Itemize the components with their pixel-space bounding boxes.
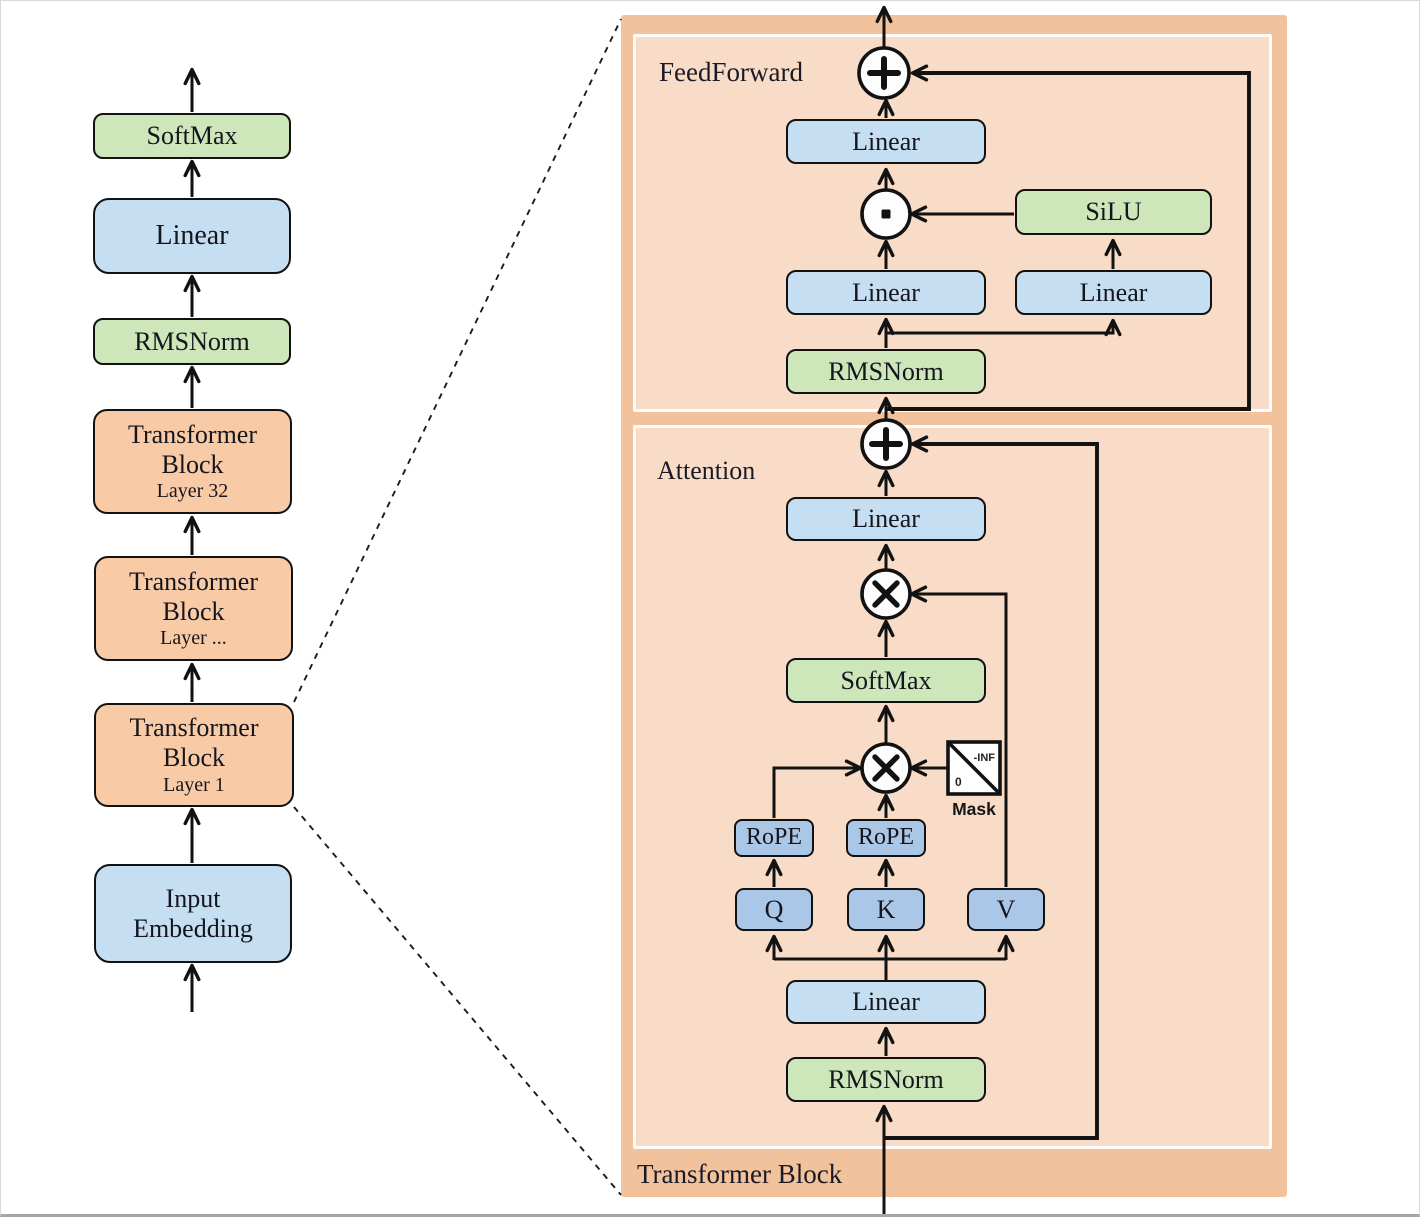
left-rmsnorm-box: RMSNorm xyxy=(93,318,291,365)
left-softmax-box: SoftMax xyxy=(93,113,291,159)
feedforward-residual-line xyxy=(886,64,1251,411)
transformer-block-layer1-box: Transformer Block Layer 1 xyxy=(94,703,294,807)
block-line: Transformer xyxy=(128,566,259,596)
v-box: V xyxy=(967,888,1045,931)
zoom-guide-top-dashed-line xyxy=(293,18,622,703)
block-line: Block xyxy=(162,596,225,626)
block-line: Transformer xyxy=(127,419,258,449)
zoom-guide-bottom-dashed-line xyxy=(293,806,622,1196)
k-box: K xyxy=(847,888,925,931)
attention-residual-line xyxy=(885,435,1099,1140)
transformer-block-title: Transformer Block xyxy=(637,1159,843,1189)
block-layer-label: Layer 1 xyxy=(163,773,225,796)
block-line: Transformer xyxy=(129,713,259,743)
input-embedding-box: Input Embedding xyxy=(94,864,292,963)
mask-lower-value: 0 xyxy=(955,775,962,789)
rope-q-box: RoPE xyxy=(734,819,814,857)
block-layer-label: Layer ... xyxy=(160,627,227,650)
ffn-linear-up-box: Linear xyxy=(1015,270,1212,315)
transformer-block-layer32-box: Transformer Block Layer 32 xyxy=(93,409,292,514)
mask-icon: -INF 0 xyxy=(946,740,1002,796)
qk-multiply-icon xyxy=(860,742,912,794)
av-multiply-icon xyxy=(860,568,912,620)
arrow-ropeq-to-qk-multiply xyxy=(772,759,863,818)
attention-rmsnorm-box: RMSNorm xyxy=(786,1057,986,1102)
transformer-block-layermid-box: Transformer Block Layer ... xyxy=(94,556,293,661)
feedforward-label: FeedForward xyxy=(659,57,803,87)
rope-k-box: RoPE xyxy=(846,819,926,857)
mask-upper-value: -INF xyxy=(974,752,996,764)
left-linear-box: Linear xyxy=(93,198,291,274)
attention-linear-qkv-box: Linear xyxy=(786,980,986,1024)
attention-linear-out-box: Linear xyxy=(786,497,986,541)
ffn-rmsnorm-box: RMSNorm xyxy=(786,349,986,394)
block-line: Block xyxy=(162,743,226,772)
mask-label: Mask xyxy=(952,799,996,819)
ffn-linear-out-box: Linear xyxy=(786,119,986,164)
q-box: Q xyxy=(735,888,813,931)
input-embedding-line: Input xyxy=(165,883,221,913)
dot-product-icon xyxy=(860,188,912,240)
attention-add-icon xyxy=(860,418,912,470)
ffn-add-icon xyxy=(857,46,911,100)
block-layer-label: Layer 32 xyxy=(156,480,229,503)
arrow-branch-to-linear-up xyxy=(886,318,1122,337)
arrow-v-to-av-multiply xyxy=(909,585,1008,887)
input-embedding-line: Embedding xyxy=(133,913,253,943)
block-line: Block xyxy=(161,449,224,479)
attention-label: Attention xyxy=(657,456,756,485)
ffn-linear-gate-box: Linear xyxy=(786,270,986,315)
ffn-silu-box: SiLU xyxy=(1015,189,1212,235)
attention-softmax-box: SoftMax xyxy=(786,658,986,703)
